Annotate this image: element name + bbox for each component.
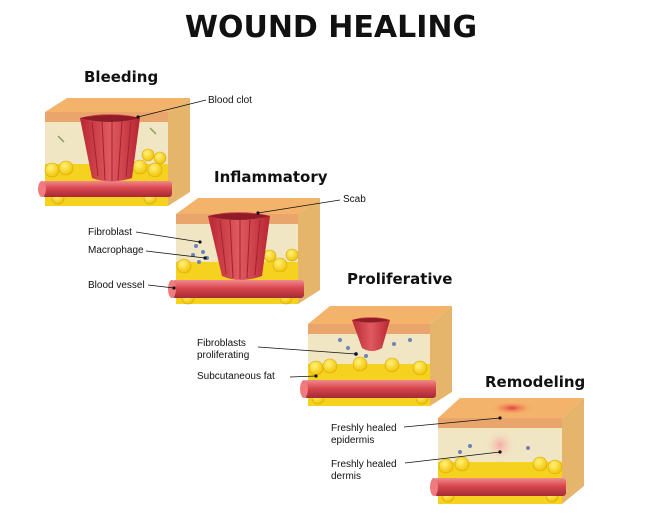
- label-freshly-healed-dermis: Freshly healed dermis: [331, 459, 397, 483]
- page-title: WOUND HEALING: [184, 10, 478, 45]
- label-fibroblasts-line1: Fibroblasts: [197, 338, 246, 349]
- label-epidermis-line1: Freshly healed: [331, 423, 397, 434]
- leader-lines: [135, 99, 501, 464]
- label-epidermis-line2: epidermis: [331, 435, 375, 446]
- stage-title-remodeling: Remodeling: [485, 373, 586, 391]
- proliferative-block: [300, 306, 452, 406]
- label-macrophage: Macrophage: [88, 245, 144, 256]
- stage-title-inflammatory: Inflammatory: [214, 168, 328, 186]
- label-fibroblast: Fibroblast: [88, 227, 132, 238]
- label-fibroblasts-line2: proliferating: [197, 350, 250, 361]
- stage-title-proliferative: Proliferative: [347, 270, 453, 288]
- stage-title-bleeding: Bleeding: [84, 68, 159, 86]
- label-blood-vessel: Blood vessel: [88, 280, 145, 291]
- label-blood-clot: Blood clot: [208, 95, 252, 106]
- label-scab: Scab: [343, 194, 366, 205]
- inflammatory-block: [168, 198, 320, 305]
- remodeling-block: [430, 398, 584, 504]
- label-dermis-line1: Freshly healed: [331, 459, 397, 470]
- bleeding-block: [38, 98, 190, 206]
- label-dermis-line2: dermis: [331, 471, 362, 482]
- label-fibroblasts-proliferating: Fibroblasts proliferating: [197, 338, 249, 362]
- label-subcutaneous-fat: Subcutaneous fat: [197, 371, 275, 382]
- label-freshly-healed-epidermis: Freshly healed epidermis: [331, 423, 397, 447]
